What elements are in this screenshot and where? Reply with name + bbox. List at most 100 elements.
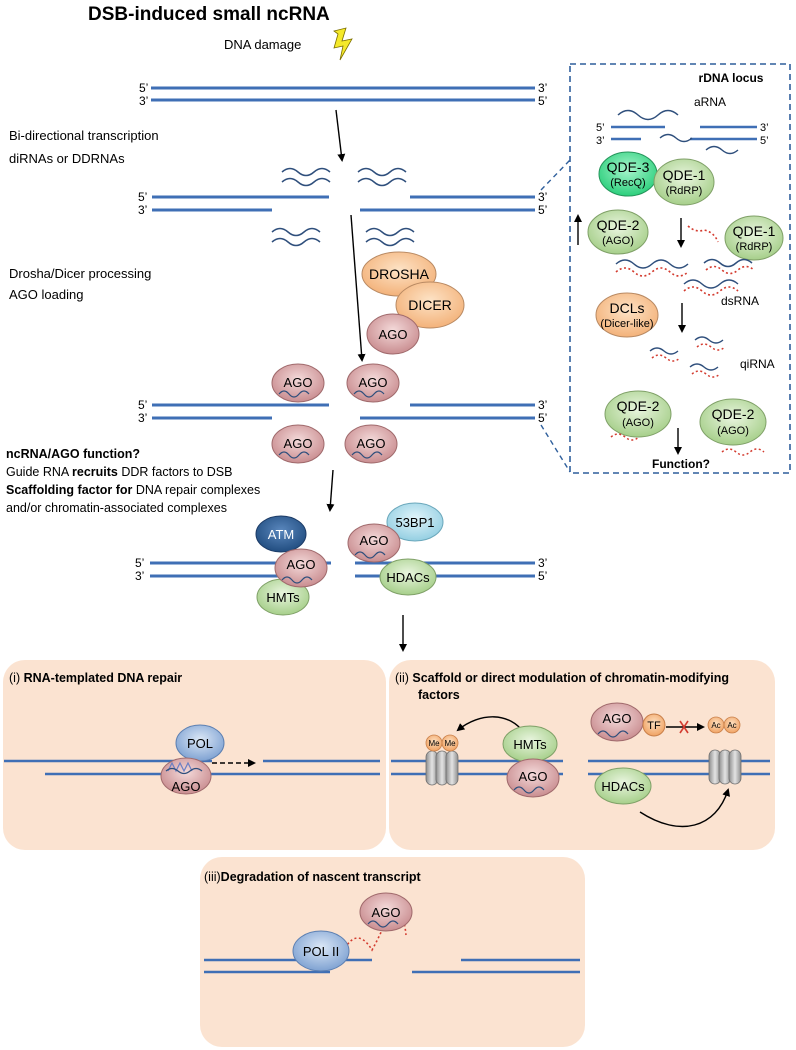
rdrp-label: (RdRP) bbox=[736, 241, 773, 253]
dcls-label: DCLs bbox=[609, 300, 644, 316]
rna-wave-blue bbox=[703, 258, 753, 268]
dna3-5prime-right: 5’ bbox=[538, 411, 547, 425]
atm-label: ATM bbox=[268, 527, 294, 542]
panel2-title-line1: (ii) Scaffold or direct modulation of ch… bbox=[395, 671, 729, 685]
red-x-icon bbox=[679, 720, 689, 734]
ago-protein: AGO bbox=[506, 758, 560, 798]
ago-label: AGO bbox=[519, 769, 548, 784]
acetyl-mark: Ac bbox=[723, 716, 741, 734]
nucleosome bbox=[425, 750, 459, 786]
lightning-icon bbox=[333, 27, 353, 61]
arrow-to-recruitment bbox=[326, 469, 335, 512]
ago-label: AGO bbox=[360, 533, 389, 548]
ago-paren-label: (AGO) bbox=[622, 417, 654, 429]
ago-paren-label: (AGO) bbox=[717, 425, 749, 437]
methyl-mark: Me bbox=[441, 734, 459, 752]
ago-label: AGO bbox=[359, 375, 388, 390]
ago-protein: AGO bbox=[590, 702, 644, 742]
panel1-title: (i) RNA-templated DNA repair bbox=[9, 671, 182, 685]
dna4-3prime-left: 3’ bbox=[135, 569, 144, 583]
dicer-label: DICER bbox=[408, 297, 452, 313]
methyl-mark: Me bbox=[425, 734, 443, 752]
ago-label: AGO bbox=[287, 557, 316, 572]
arrow-to-ago-loaded bbox=[350, 214, 366, 362]
rdrp-label: (RdRP) bbox=[666, 185, 703, 197]
ago-label: AGO bbox=[284, 436, 313, 451]
drosha-label: DROSHA bbox=[369, 266, 430, 282]
ago-protein: AGO bbox=[271, 424, 325, 464]
53bp1-label: 53BP1 bbox=[395, 515, 434, 530]
hdacs-label: HDACs bbox=[601, 779, 645, 794]
small-rna-wave bbox=[281, 167, 407, 187]
rdna-dna-duplex bbox=[611, 125, 757, 141]
acetyl-mark: Ac bbox=[707, 716, 725, 734]
function-question: ncRNA/AGO function? bbox=[6, 447, 140, 461]
tf-label: TF bbox=[647, 720, 661, 732]
dna4-5prime-left: 5’ bbox=[135, 556, 144, 570]
hdacs-label: HDACs bbox=[386, 570, 430, 585]
me-label: Me bbox=[428, 739, 440, 748]
atm-protein: ATM bbox=[255, 515, 307, 553]
rdna-locus-box bbox=[569, 63, 791, 474]
ago-protein: AGO bbox=[359, 892, 413, 932]
dna2-5prime-right: 5’ bbox=[538, 203, 547, 217]
dna3-5prime-left: 5’ bbox=[138, 398, 147, 412]
pol-label: POL bbox=[187, 736, 213, 751]
dna1-3prime-right: 3’ bbox=[538, 81, 547, 95]
qirna-duplexes bbox=[649, 336, 726, 378]
ago-protein: AGO bbox=[344, 424, 398, 464]
arrow-damage-to-break bbox=[335, 109, 346, 162]
qde1-protein: QDE-1 (RdRP) bbox=[653, 158, 715, 206]
qde2-label: QDE-2 bbox=[597, 217, 640, 233]
dna-damage-label: DNA damage bbox=[224, 37, 301, 52]
qirna-label: qiRNA bbox=[740, 357, 775, 371]
ago-protein: AGO bbox=[274, 548, 328, 588]
qde1-label: QDE-1 bbox=[733, 223, 776, 239]
dna1-5prime-left: 5’ bbox=[139, 81, 148, 95]
dcls-protein: DCLs (Dicer-like) bbox=[595, 292, 659, 338]
ago-protein: AGO bbox=[346, 363, 400, 403]
dicer-protein: DICER bbox=[395, 281, 465, 329]
qde1-protein: QDE-1 (RdRP) bbox=[724, 215, 784, 261]
tf-protein: TF bbox=[642, 713, 666, 737]
intact-dna-duplex bbox=[151, 86, 535, 102]
dna3-3prime-right: 3’ bbox=[538, 398, 547, 412]
ago-protein: AGO bbox=[160, 757, 212, 795]
rdna-3prime-right: 3’ bbox=[760, 122, 769, 134]
andor-line: and/or chromatin-associated complexes bbox=[6, 501, 227, 515]
ago-label: AGO bbox=[372, 905, 401, 920]
function-label: Function? bbox=[652, 457, 710, 471]
rdna-title: rDNA locus bbox=[699, 71, 764, 85]
loading-label: AGO loading bbox=[9, 287, 83, 302]
dna2-5prime-left: 5’ bbox=[138, 190, 147, 204]
qde3-protein: QDE-3 (RecQ) bbox=[598, 151, 658, 197]
qde2-protein: QDE-2 (AGO) bbox=[699, 398, 767, 456]
scaffolding-line: Scaffolding factor for DNA repair comple… bbox=[6, 483, 260, 497]
dna3-3prime-left: 3’ bbox=[138, 411, 147, 425]
pol2-label: POL II bbox=[303, 944, 339, 959]
hmts-label: HMTs bbox=[513, 737, 547, 752]
ac-label: Ac bbox=[711, 721, 720, 730]
ago-bound-dna-duplex bbox=[152, 403, 535, 420]
qde2-label: QDE-2 bbox=[712, 406, 755, 422]
53bp1-protein: 53BP1 bbox=[386, 502, 444, 542]
figure-title: DSB-induced small ncRNA bbox=[88, 4, 330, 25]
dirnas-label: diRNAs or DDRNAs bbox=[9, 151, 125, 166]
ago-protein: AGO bbox=[347, 523, 401, 563]
bidirectional-label: Bi-directional transcription bbox=[9, 128, 159, 143]
dicer-like-label: (Dicer-like) bbox=[600, 318, 653, 330]
zoom-line-bottom bbox=[540, 424, 571, 473]
dna1-5prime-right: 5’ bbox=[538, 94, 547, 108]
ago-label: AGO bbox=[603, 711, 632, 726]
qde1-label: QDE-1 bbox=[663, 167, 706, 183]
ac-label: Ac bbox=[727, 721, 736, 730]
dna4-3prime-right: 3’ bbox=[538, 556, 547, 570]
dsrna-red-strand bbox=[687, 225, 719, 243]
small-rna-wave bbox=[705, 145, 739, 155]
ago-label: AGO bbox=[172, 779, 201, 794]
rdna-3prime-left: 3’ bbox=[596, 135, 605, 147]
pol-protein: POL bbox=[175, 724, 225, 762]
ago-protein: AGO bbox=[366, 313, 420, 355]
me-label: Me bbox=[444, 739, 456, 748]
